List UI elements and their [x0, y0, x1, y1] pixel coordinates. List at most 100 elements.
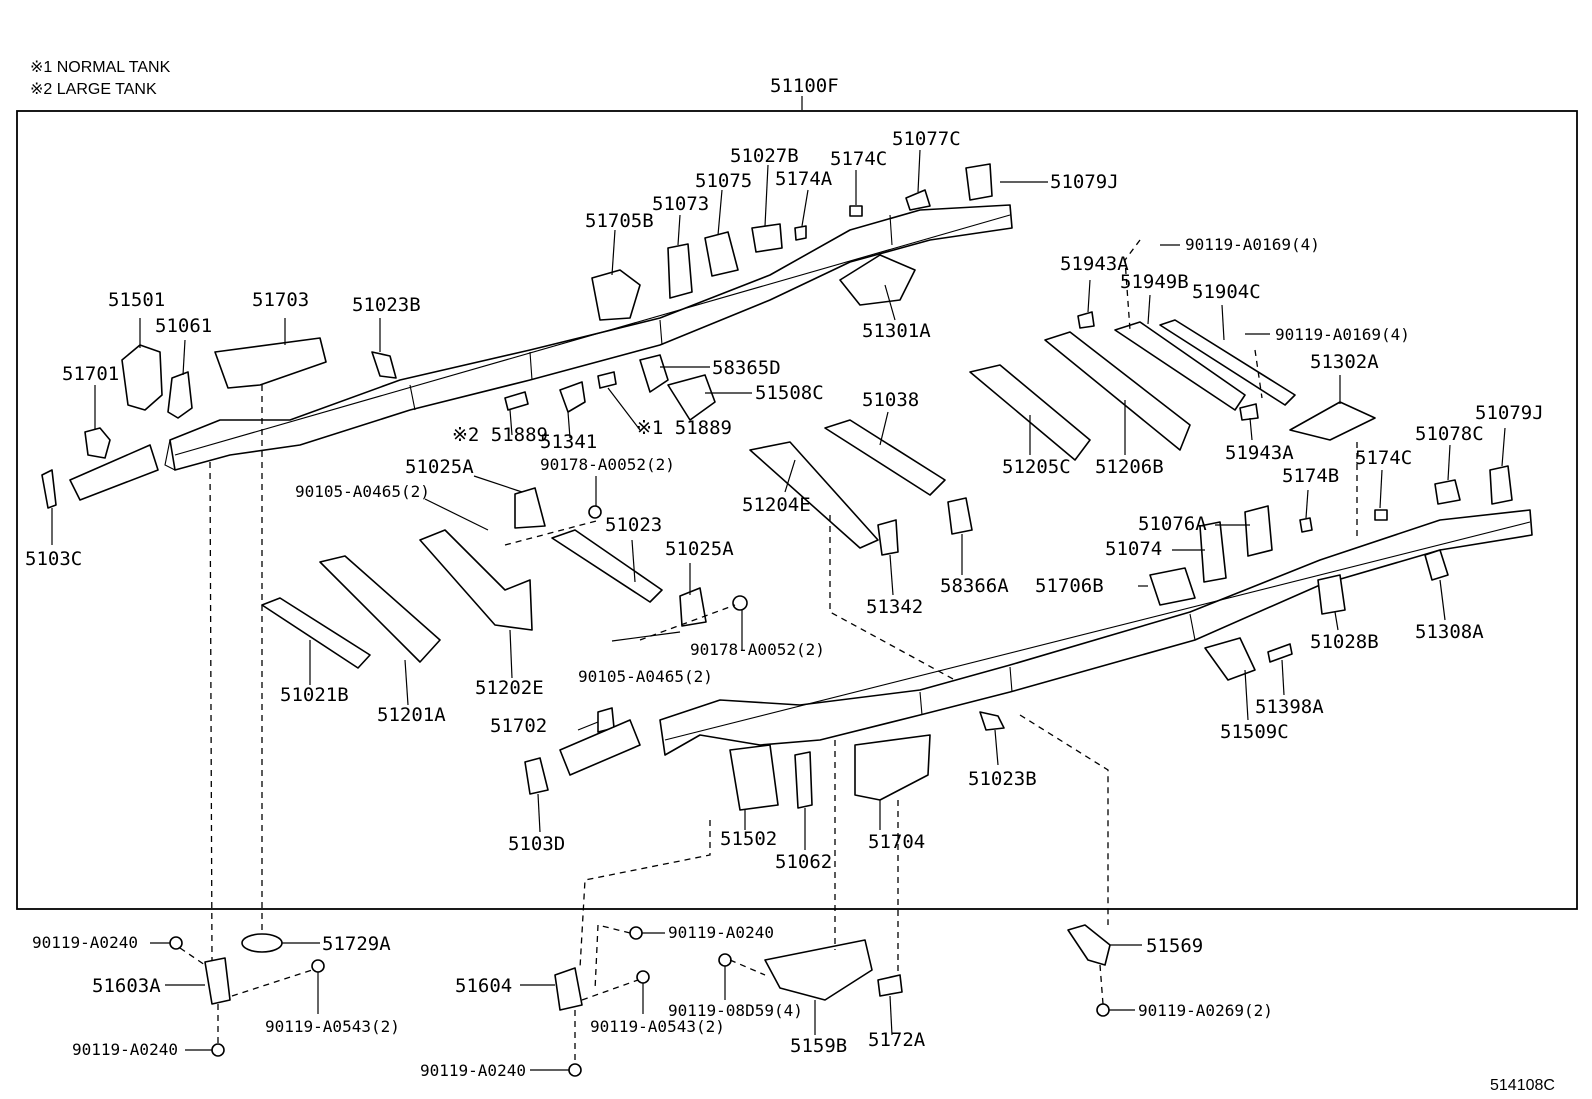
label-90119-A0543-a: 90119-A0543(2)	[265, 1017, 400, 1036]
part-51889-large	[504, 391, 529, 411]
part-51701	[84, 427, 111, 459]
label-51603A: 51603A	[92, 975, 161, 997]
part-90119-A0240-d	[568, 1063, 582, 1077]
label-90119-A0169-a: 90119-A0169(4)	[1185, 235, 1320, 254]
label-51943A-top: 51943A	[1060, 253, 1129, 275]
label-51202E: 51202E	[475, 677, 544, 699]
part-51342	[877, 519, 899, 556]
label-51027B: 51027B	[730, 145, 799, 167]
label-51201A: 51201A	[377, 704, 446, 726]
part-90119-A0543-a	[311, 959, 325, 973]
label-51301A: 51301A	[862, 320, 931, 342]
part-5103D	[524, 757, 549, 795]
label-51501: 51501	[108, 289, 165, 311]
diagram-id: 514108C	[1490, 1077, 1555, 1094]
part-51062	[794, 751, 813, 809]
label-90119-08D59: 90119-08D59(4)	[668, 1001, 803, 1020]
part-51509C	[1204, 637, 1256, 681]
label-5172A: 5172A	[868, 1029, 926, 1051]
label-90119-A0169-b: 90119-A0169(4)	[1275, 325, 1410, 344]
label-51509C: 51509C	[1220, 721, 1289, 743]
part-51943A-top	[1077, 311, 1095, 329]
part-front-bumper-arm	[69, 444, 159, 501]
part-90119-A0240-a	[169, 936, 183, 950]
part-58366A	[947, 497, 973, 535]
part-5174B	[1299, 517, 1313, 533]
part-51202E	[419, 529, 533, 631]
label-51204E: 51204E	[742, 494, 811, 516]
part-rear-bumper-arm	[559, 719, 641, 776]
part-51904C	[1159, 319, 1296, 406]
label-51078C: 51078C	[1415, 423, 1484, 445]
part-90119-A0240-c	[629, 926, 643, 940]
part-51704	[854, 734, 931, 801]
part-51943A-bot	[1239, 403, 1259, 421]
part-51023B-top	[371, 351, 397, 379]
label-51079J-top: 51079J	[1050, 171, 1119, 193]
part-51341	[559, 381, 586, 413]
part-51398A	[1267, 643, 1293, 663]
label-51889-normal-tank: ※1 51889	[636, 417, 732, 439]
label-51302A: 51302A	[1310, 351, 1379, 373]
label-51604: 51604	[455, 975, 512, 997]
part-51703	[214, 337, 327, 389]
label-5174A: 5174A	[775, 168, 833, 190]
part-51079J-top	[965, 163, 993, 201]
part-51025A-top	[514, 487, 546, 529]
part-58365D	[639, 354, 669, 393]
part-51729A	[241, 933, 283, 953]
label-90119-A0543-b: 90119-A0543(2)	[590, 1017, 725, 1036]
label-90119-A0240-d: 90119-A0240	[420, 1061, 526, 1080]
label-51889-large-tank: ※2 51889	[452, 424, 548, 446]
label-51077C: 51077C	[892, 128, 961, 150]
part-51949B	[1114, 321, 1246, 411]
label-51706B: 51706B	[1035, 575, 1104, 597]
label-90119-A0269: 90119-A0269(2)	[1138, 1001, 1273, 1020]
label-51949B: 51949B	[1120, 271, 1189, 293]
label-5174C-top: 5174C	[830, 148, 887, 170]
label-90119-A0240-c: 90119-A0240	[668, 923, 774, 942]
label-51061: 51061	[155, 315, 212, 337]
part-5174A	[794, 225, 807, 241]
part-51502	[729, 744, 779, 811]
part-90178-collar-top	[588, 505, 602, 519]
label-51025A-mid: 51025A	[665, 538, 734, 560]
label-90105-A0465-bot: 90105-A0465(2)	[578, 667, 713, 686]
label-51023B-bot: 51023B	[968, 768, 1037, 790]
label-51569: 51569	[1146, 935, 1203, 957]
label-51729A: 51729A	[322, 933, 391, 955]
label-51073: 51073	[652, 193, 709, 215]
label-51025A-top: 51025A	[405, 456, 474, 478]
part-51508C	[667, 374, 716, 421]
label-51023B-top: 51023B	[352, 294, 421, 316]
upper-frame-rail	[164, 204, 1013, 471]
part-90119-A0269	[1096, 1003, 1110, 1017]
part-51205C	[969, 364, 1091, 461]
label-51308A: 51308A	[1415, 621, 1484, 643]
part-51075	[704, 231, 739, 277]
note-large-tank: ※2 LARGE TANK	[30, 81, 157, 98]
part-51073	[667, 243, 693, 299]
part-5174C-right	[1374, 509, 1388, 521]
label-51205C: 51205C	[1002, 456, 1071, 478]
label-51705B: 51705B	[585, 210, 654, 232]
part-51079J-right	[1489, 465, 1513, 505]
label-51703: 51703	[252, 289, 309, 311]
part-51023B-bot	[979, 711, 1005, 731]
part-51889-normal	[597, 371, 617, 389]
label-58366A: 58366A	[940, 575, 1009, 597]
label-51943A-bot: 51943A	[1225, 442, 1294, 464]
part-51028B	[1317, 574, 1346, 615]
part-51077C	[905, 189, 931, 211]
part-51301A	[839, 254, 916, 306]
note-normal-tank: ※1 NORMAL TANK	[30, 59, 171, 76]
label-51704: 51704	[868, 831, 925, 853]
part-51204E	[749, 441, 879, 549]
label-90178-A0052-bot: 90178-A0052(2)	[690, 640, 825, 659]
part-51206B	[1044, 331, 1191, 451]
part-90119-A0240-b	[211, 1043, 225, 1057]
part-5172A	[877, 974, 903, 997]
label-51079J-right: 51079J	[1475, 402, 1544, 424]
part-90178-collar-bot	[732, 595, 748, 611]
lower-frame-rail	[659, 509, 1533, 756]
